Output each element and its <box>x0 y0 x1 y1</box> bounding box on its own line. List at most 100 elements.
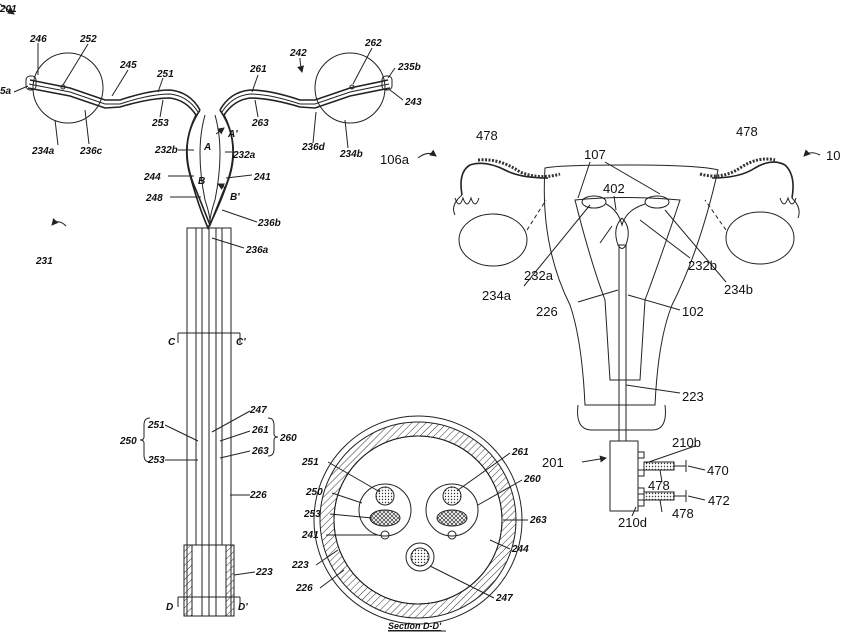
syringe-472 <box>644 492 674 500</box>
ref-236d: 236d <box>301 142 326 153</box>
right-ref-10: 10 <box>826 148 840 163</box>
sec-ref-261: 261 <box>511 447 529 458</box>
uterus-outline <box>544 165 718 405</box>
cervix <box>578 405 666 430</box>
right-ovary <box>726 212 794 264</box>
device-shaft-placed <box>619 245 626 441</box>
section-title: Section D-D' <box>388 621 442 631</box>
ref-226: 226 <box>249 490 267 501</box>
right-ref-234a: 234a <box>482 288 512 303</box>
uterine-cavity <box>575 198 680 381</box>
sec-ref-226: 226 <box>295 583 313 594</box>
right-fallopian-tube <box>712 162 793 198</box>
ref-260: 260 <box>279 433 297 444</box>
ref-261-shaft: 261 <box>251 425 269 436</box>
tube-texture-left <box>478 160 560 177</box>
hub <box>610 441 638 511</box>
ref-231: 231 <box>35 256 53 267</box>
ref-261: 261 <box>249 64 267 75</box>
left-arm-lower <box>28 88 196 115</box>
ref-252: 252 <box>79 34 97 45</box>
letter-a-prime: A' <box>227 129 238 140</box>
ref-232a: 232a <box>232 150 256 161</box>
syringe-470 <box>644 462 674 470</box>
right-ref-478-lower: 478 <box>672 506 694 521</box>
ref-243: 243 <box>404 97 422 108</box>
ref-247: 247 <box>249 405 267 416</box>
ref-235b: 235b <box>397 62 421 73</box>
ref-246: 246 <box>29 34 47 45</box>
left-fallopian-tube <box>461 163 548 195</box>
sec-ref-253: 253 <box>303 509 321 520</box>
sec-ref-223: 223 <box>291 560 309 571</box>
tube-texture-right <box>700 159 775 176</box>
ref-234b: 234b <box>339 149 363 160</box>
letter-c-prime: C' <box>236 337 246 348</box>
right-ref-201: 201 <box>542 455 564 470</box>
right-ref-232a: 232a <box>524 268 554 283</box>
ref-201: 201 <box>0 4 17 15</box>
device-loop-placed <box>616 218 629 249</box>
right-ref-478-right: 478 <box>736 124 758 139</box>
right-ref-402: 402 <box>603 181 625 196</box>
loop-inner <box>187 115 233 225</box>
sec-ref-244: 244 <box>511 544 529 555</box>
right-ref-107: 107 <box>584 147 606 162</box>
ref-263-shaft: 263 <box>251 446 269 457</box>
ref-236a: 236a <box>245 245 269 256</box>
ref-245: 245 <box>119 60 137 71</box>
letter-d: D <box>166 602 173 613</box>
sec-ref-251: 251 <box>301 457 319 468</box>
right-balloon-placed <box>645 196 669 208</box>
ref-236b: 236b <box>257 218 281 229</box>
right-ref-232b: 232b <box>688 258 717 273</box>
left-device-drawing <box>0 4 403 616</box>
ref-236c: 236c <box>79 146 103 157</box>
letter-a: A <box>203 142 211 153</box>
ref-251: 251 <box>156 69 174 80</box>
right-ref-102: 102 <box>682 304 704 319</box>
letter-c: C <box>168 337 176 348</box>
ref-251-shaft: 251 <box>147 420 165 431</box>
ref-235a: 5a <box>0 86 12 97</box>
right-ref-210d: 210d <box>618 515 647 530</box>
lumen-253 <box>370 510 400 526</box>
letter-b: B <box>198 176 205 187</box>
right-ref-106a: 106a <box>380 152 410 167</box>
loop-outer <box>187 110 234 228</box>
ref-234a: 234a <box>31 146 55 157</box>
ref-253: 253 <box>151 118 169 129</box>
sec-ref-260: 260 <box>523 474 541 485</box>
right-ref-226: 226 <box>536 304 558 319</box>
fimbriae-left <box>454 195 479 215</box>
right-arm-lower <box>224 88 390 115</box>
lumen-263 <box>437 510 467 526</box>
right-ref-478-upper: 478 <box>648 478 670 493</box>
ref-242: 242 <box>289 48 307 59</box>
ref-223: 223 <box>255 567 273 578</box>
ref-262: 262 <box>364 38 382 49</box>
right-ref-472: 472 <box>708 493 730 508</box>
letter-d-prime: D' <box>238 602 248 613</box>
fimbriae-right <box>780 198 799 218</box>
right-ref-470: 470 <box>707 463 729 478</box>
ref-250: 250 <box>119 436 137 447</box>
sec-ref-263: 263 <box>529 515 547 526</box>
sec-ref-250: 250 <box>305 487 323 498</box>
right-ref-210b: 210b <box>672 435 701 450</box>
letter-b-prime: B' <box>230 192 240 203</box>
ref-244: 244 <box>143 172 161 183</box>
ref-241: 241 <box>253 172 271 183</box>
right-ref-223: 223 <box>682 389 704 404</box>
sec-ref-247: 247 <box>495 593 513 604</box>
ref-263: 263 <box>251 118 269 129</box>
section-outer-ring <box>314 416 522 624</box>
section-hatched-ring <box>320 422 516 618</box>
lumen-251 <box>376 487 394 505</box>
right-ref-234b: 234b <box>724 282 753 297</box>
right-ref-478-left: 478 <box>476 128 498 143</box>
ref-232b: 232b <box>154 145 178 156</box>
left-balloon-placed <box>582 196 606 208</box>
left-ovary <box>459 214 527 266</box>
